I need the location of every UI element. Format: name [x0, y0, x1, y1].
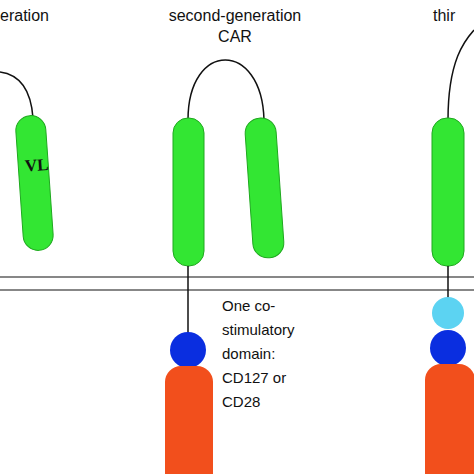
text-label: thir	[433, 5, 474, 26]
linker-loop	[188, 60, 264, 120]
cd3-zeta-domain	[425, 364, 474, 474]
text-label: second-generation CAR	[160, 5, 310, 47]
cell-membrane	[0, 276, 474, 277]
transmembrane-line	[447, 266, 449, 298]
text-label: One co-stimulatory domain: CD127 or CD28	[222, 294, 322, 414]
costimulatory-domain	[432, 297, 464, 329]
scfv-domain	[432, 118, 464, 266]
text-label: eration	[0, 5, 80, 26]
costimulatory-domain	[170, 332, 206, 368]
linker-loop	[448, 30, 474, 120]
cell-membrane	[0, 289, 474, 290]
linker-loop	[0, 72, 33, 118]
transmembrane-line	[187, 266, 189, 334]
vl-domain: VL	[14, 114, 54, 252]
costimulatory-domain	[430, 330, 466, 366]
scfv-domain	[173, 118, 204, 266]
domain-label: VL	[18, 155, 48, 177]
scfv-domain	[244, 117, 285, 259]
cd3-zeta-domain	[165, 366, 213, 474]
